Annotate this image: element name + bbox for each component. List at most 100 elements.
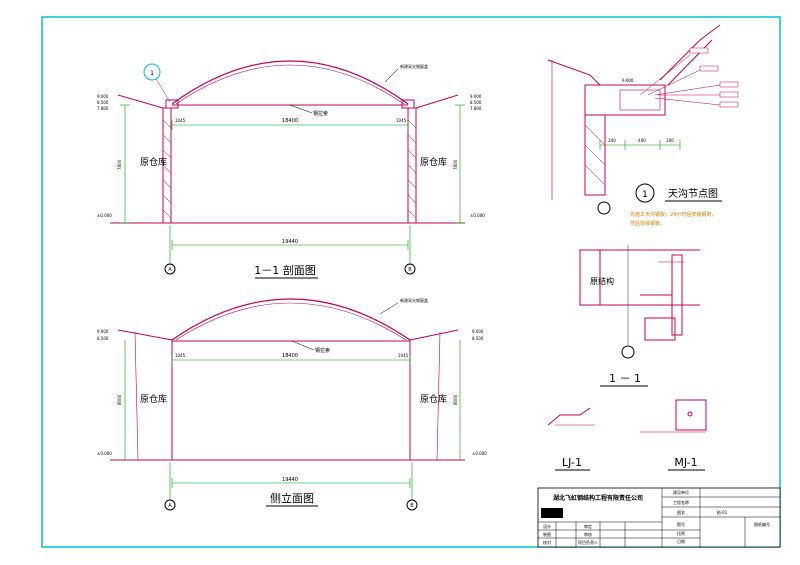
gutter-body — [584, 84, 666, 116]
elev-axis-b: B — [410, 503, 414, 509]
span-dim: 18400 — [282, 118, 298, 124]
elev-outer-left — [134, 331, 139, 461]
gutter-arch-inner — [667, 39, 713, 86]
sheet-border — [41, 16, 781, 548]
wall-right — [407, 107, 417, 224]
axis-a-circle — [164, 263, 176, 275]
tb-approve-label: 审核 — [584, 531, 592, 537]
section-title: 1－1 剖面图 — [254, 263, 316, 277]
gutter-channel — [619, 89, 661, 111]
height-dim-left: 7800 — [117, 159, 122, 170]
mj1-title: MJ-1 — [674, 456, 697, 469]
tb-draw-label: 制图 — [543, 531, 551, 537]
tb-date-label: 日期 — [677, 538, 685, 544]
gutter-ref-circle — [635, 183, 655, 203]
elev-roof-note-leader — [379, 302, 399, 315]
level-0: ±0.000 — [97, 213, 112, 218]
gutter-note-1: 先施工天沟钢板，24小时后安装钢架， — [630, 211, 716, 218]
roof-note-leader — [384, 68, 399, 83]
room-label-right: 原仓库 — [420, 156, 447, 168]
elev-roof-right — [409, 329, 459, 341]
axis-b-circle — [404, 263, 416, 275]
elev-side-dim-left: 1045 — [175, 353, 186, 358]
gutter-dim-1: 240 — [608, 138, 616, 143]
elev-level-0-r: ±0.000 — [472, 451, 487, 456]
gutter-dim-2: 400 — [638, 138, 646, 143]
section-detail-title: 1 － 1 — [609, 372, 641, 385]
elev-axis-b-circle — [406, 499, 418, 511]
gutter-ref: 1 — [642, 190, 648, 200]
tb-project-name-label: 建设单位 — [673, 489, 689, 495]
tb-sheet-no: 结-01 — [717, 509, 728, 515]
column — [671, 254, 683, 336]
gutter-right — [401, 99, 415, 109]
elev-span-dim: 18400 — [282, 353, 298, 359]
tb-review-label: 审定 — [584, 523, 592, 529]
tb-drawing-label: 图名 — [677, 509, 685, 515]
level-1: 9.000 — [97, 94, 109, 99]
level-1-r: 9.000 — [470, 94, 482, 99]
elev-side-dim-right: 1045 — [398, 353, 409, 358]
axis-b: B — [408, 267, 412, 273]
elev-title: 侧立面图 — [270, 491, 314, 505]
elev-arch — [171, 298, 411, 341]
gutter-title: 天沟节点图 — [668, 187, 718, 200]
section-detail-marker — [621, 345, 635, 359]
arch-roof — [171, 60, 409, 105]
level-2: 8.500 — [97, 100, 109, 105]
truss-leader — [289, 104, 313, 114]
axis-a: A — [168, 267, 172, 273]
side-dim-right: 1045 — [396, 118, 407, 123]
elev-roof-note: 新建采光钢屋盖 — [400, 297, 428, 303]
side-elevation: 18400 19440 1045 1045 8000 8000 9.000 8.… — [97, 297, 487, 511]
gutter-section-marker — [597, 201, 611, 215]
elev-height-right: 8000 — [453, 394, 458, 405]
roof-note: 新建采光钢屋盖 — [400, 63, 428, 69]
detail-ref-circle — [143, 63, 161, 81]
existing-roof-right — [408, 94, 459, 109]
gutter-dim-3: 200 — [666, 138, 674, 143]
tb-design-label: 设计 — [543, 523, 551, 529]
elev-level-0: ±0.000 — [97, 451, 112, 456]
lj1-shape — [547, 407, 591, 426]
company-name: 湖北飞虹钢结构工程有限责任公司 — [553, 494, 643, 502]
detail-ref: 1 — [150, 70, 154, 77]
level-3: 7.800 — [97, 106, 109, 111]
elev-room-right: 原仓库 — [420, 393, 447, 405]
elev-level-1-r: 9.000 — [472, 329, 484, 334]
elev-arch-inner — [175, 302, 407, 341]
elev-level-1: 9.000 — [97, 329, 109, 334]
level-3-r: 7.800 — [470, 106, 482, 111]
elev-axis-a-circle — [164, 499, 176, 511]
company-logo — [541, 508, 563, 518]
level-2-r: 8.500 — [470, 100, 482, 105]
total-dim: 19440 — [282, 239, 298, 245]
tb-leader-label: 项目负责人 — [578, 539, 598, 545]
elev-outer-right — [436, 331, 441, 461]
gutter-roof — [547, 59, 601, 86]
arch-inner — [175, 64, 405, 105]
elev-axis-a: A — [168, 503, 172, 509]
tb-check-label: 校对 — [543, 539, 551, 545]
base-plate — [644, 317, 676, 341]
room-label-left: 原仓库 — [140, 156, 167, 168]
mj1-detail: MJ-1 — [640, 399, 707, 471]
elev-total-dim: 19440 — [282, 477, 298, 483]
existing-structure — [579, 249, 601, 306]
tb-drawing-no-label: 图号 — [677, 521, 685, 527]
detail-ref-leader — [155, 78, 171, 103]
gutter-level: 9.000 — [622, 78, 634, 83]
gutter-note-2: 然后焊接钢板。 — [630, 220, 665, 227]
side-dim-left: 1045 — [175, 118, 186, 123]
elev-truss-leader — [291, 340, 315, 351]
gutter-node-detail: 240 400 200 9.000 1 天沟节点图 先施工天沟钢板，24小时后安… — [547, 24, 739, 227]
title-block: 湖北飞虹钢结构工程有限责任公司 建设单位 工程名称 图名 图号 比例 日期 图纸… — [537, 487, 781, 548]
elev-height-left: 8000 — [117, 394, 122, 405]
lj1-detail: LJ-1 — [547, 407, 595, 471]
section-detail: 原结构 1 － 1 — [579, 245, 700, 387]
mj1-plate — [675, 399, 707, 431]
height-dim-right: 7800 — [453, 159, 458, 170]
tb-project-label: 工程名称 — [673, 499, 689, 505]
elev-level-2: 8.500 — [97, 336, 109, 341]
